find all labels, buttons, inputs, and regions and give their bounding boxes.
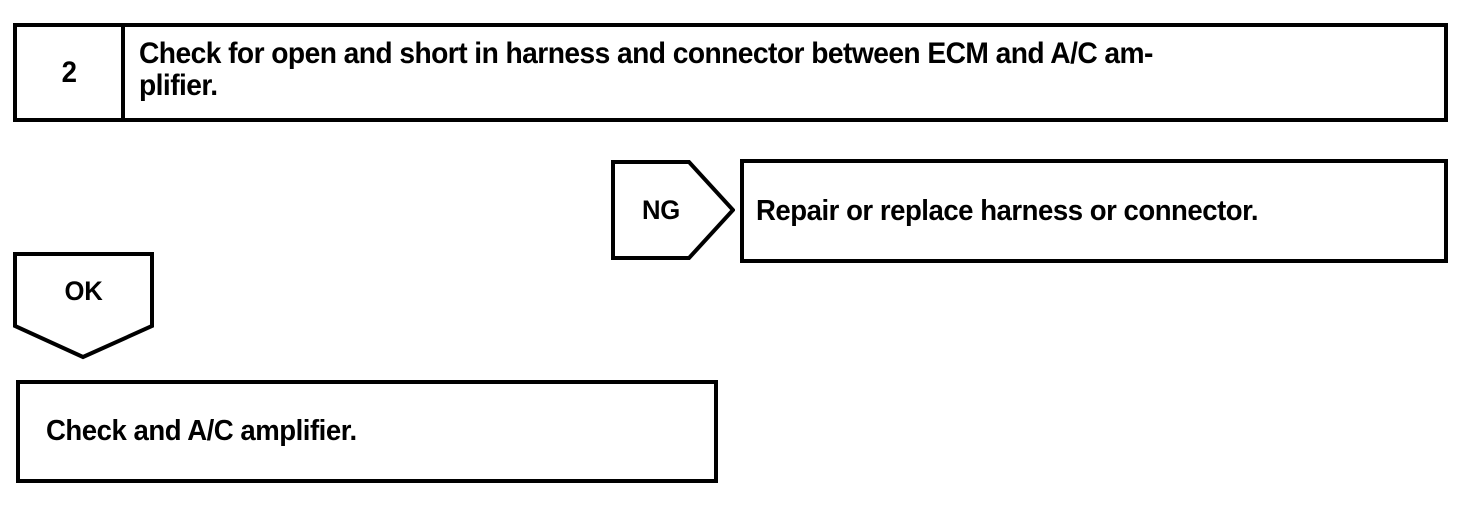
step-number-cell: 2 bbox=[17, 27, 125, 118]
step-number: 2 bbox=[61, 55, 77, 89]
ng-result-text: Repair or replace harness or connector. bbox=[756, 194, 1259, 227]
step-box: 2 Check for open and short in harness an… bbox=[13, 23, 1448, 122]
ok-arrow-shape bbox=[13, 252, 154, 360]
ok-branch-arrow bbox=[13, 252, 154, 360]
ok-branch-label: OK bbox=[64, 275, 103, 306]
ng-branch-arrow bbox=[611, 160, 735, 260]
ng-arrow-shape bbox=[611, 160, 735, 260]
ok-result-text: Check and A/C amplifier. bbox=[46, 415, 357, 447]
ng-result-box: Repair or replace harness or connector. bbox=[740, 159, 1448, 263]
step-instruction-text: Check for open and short in harness and … bbox=[139, 37, 1153, 103]
ng-branch-label: NG bbox=[642, 194, 680, 225]
ok-result-box: Check and A/C amplifier. bbox=[16, 380, 718, 483]
step-instruction-cell: Check for open and short in harness and … bbox=[125, 27, 1444, 118]
